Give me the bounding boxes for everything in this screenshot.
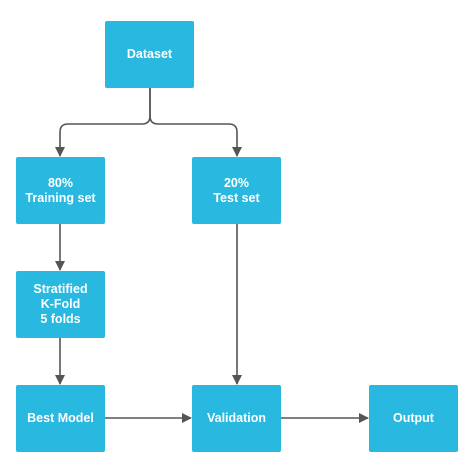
training-set-node: 80% Training set bbox=[16, 157, 105, 224]
validation-label: Validation bbox=[206, 411, 267, 425]
stratified-kfold-node: Stratified K-Fold 5 folds bbox=[16, 271, 105, 338]
dataset-node: Dataset bbox=[105, 21, 194, 88]
arrow-dataset-to-training-set bbox=[55, 88, 151, 157]
dataset-label: Dataset bbox=[126, 47, 173, 61]
validation-node: Validation bbox=[192, 385, 281, 452]
stratified-kfold-label: Stratified K-Fold 5 folds bbox=[33, 282, 88, 326]
output-node: Output bbox=[369, 385, 458, 452]
test-set-label: 20% Test set bbox=[213, 175, 260, 205]
best-model-label: Best Model bbox=[27, 411, 94, 425]
test-set-node: 20% Test set bbox=[192, 157, 281, 224]
training-set-label: 80% Training set bbox=[25, 175, 96, 205]
arrow-dataset-to-test-set bbox=[149, 88, 242, 157]
best-model-node: Best Model bbox=[16, 385, 105, 452]
output-label: Output bbox=[393, 411, 434, 425]
